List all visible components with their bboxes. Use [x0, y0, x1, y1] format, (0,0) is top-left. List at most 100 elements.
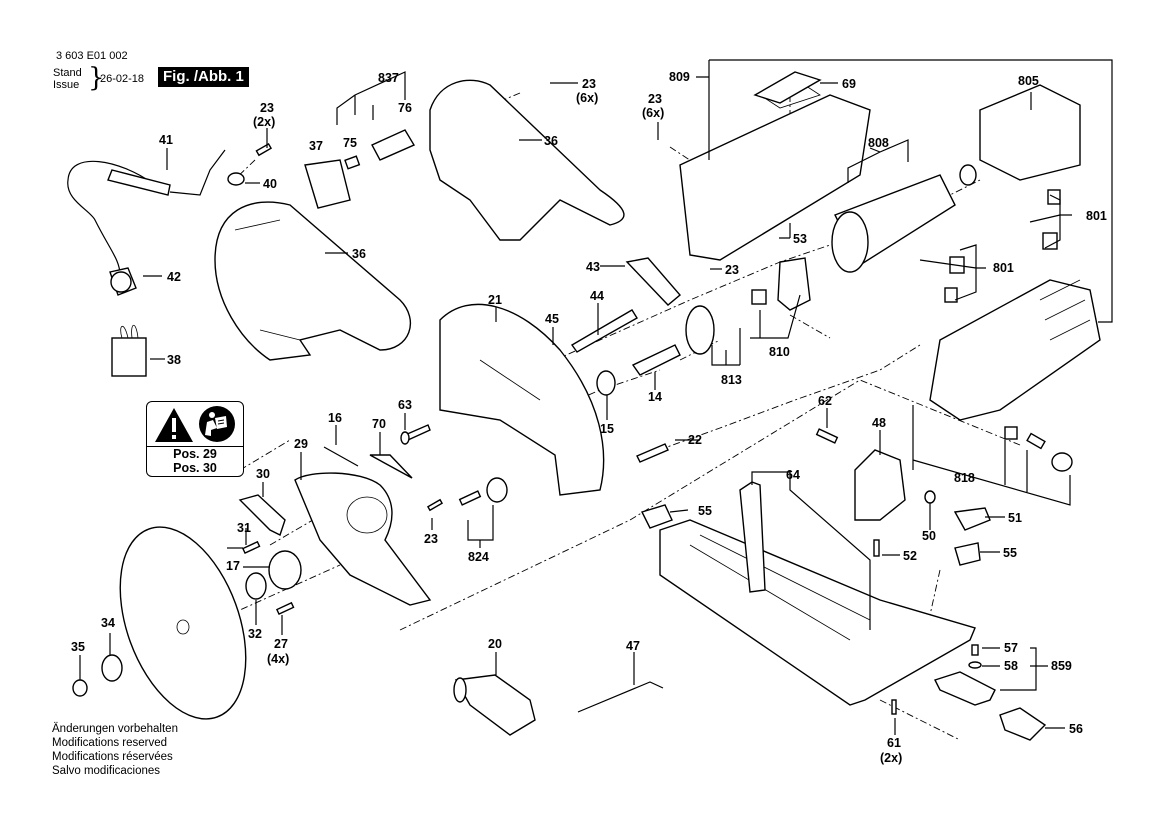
label-61-qty: (2x)	[880, 751, 902, 765]
label-23-c: 23	[648, 92, 662, 106]
screw-62	[815, 428, 839, 444]
label-808: 808	[868, 136, 889, 150]
label-63: 63	[398, 398, 412, 412]
label-47: 47	[626, 639, 640, 653]
saw-blade	[119, 526, 247, 720]
pin-22	[636, 443, 669, 463]
lower-guard-29	[294, 472, 432, 606]
plug-42	[109, 267, 137, 296]
label-62: 62	[818, 394, 832, 408]
issue-date: 26-02-18	[100, 73, 145, 85]
label-43: 43	[586, 260, 600, 274]
blade-guard-21	[439, 303, 605, 496]
switch-button-76	[371, 129, 416, 161]
label-58: 58	[1004, 659, 1018, 673]
label-809: 809	[669, 70, 690, 84]
label-57: 57	[1004, 641, 1018, 655]
power-cord-41	[67, 149, 226, 276]
label-70: 70	[372, 417, 386, 431]
label-801-a: 801	[1086, 209, 1107, 223]
label-44: 44	[590, 289, 604, 303]
footer-notes: Änderungen vorbehalten Modifications res…	[52, 722, 178, 778]
label-27-qty: (4x)	[267, 652, 289, 666]
label-35: 35	[71, 640, 85, 654]
label-824: 824	[468, 550, 489, 564]
label-14: 14	[648, 390, 662, 404]
label-23-a: 23	[260, 101, 274, 115]
leader-lines	[79, 59, 1113, 735]
motor-housing-818	[929, 279, 1101, 472]
label-36-left: 36	[352, 247, 366, 261]
label-61: 61	[887, 736, 901, 750]
note-english: Modifications reserved	[52, 737, 168, 749]
knob-55-left	[641, 504, 673, 529]
bevel-bracket-48	[854, 449, 906, 521]
knob-51	[953, 507, 991, 531]
label-69: 69	[842, 77, 856, 91]
label-37: 37	[309, 139, 323, 153]
hex-key-47	[577, 681, 664, 713]
bearing-plate-810	[751, 257, 811, 311]
armature-808	[831, 174, 956, 273]
spring-16	[323, 446, 359, 467]
label-52: 52	[903, 549, 917, 563]
screw-61	[891, 699, 897, 715]
gear-813	[685, 305, 715, 355]
spindle-14	[631, 344, 681, 376]
knob-55-right	[954, 542, 981, 566]
label-31: 31	[237, 521, 251, 535]
label-23-a-qty: (2x)	[253, 115, 275, 129]
handle-half-36-right	[429, 79, 625, 241]
label-75: 75	[343, 136, 357, 150]
screw-31	[241, 540, 261, 555]
label-859: 859	[1051, 659, 1072, 673]
label-51: 51	[1008, 511, 1022, 525]
washer-58	[968, 661, 982, 669]
label-23-c-qty: (6x)	[642, 106, 664, 120]
label-34: 34	[101, 616, 115, 630]
screw-set-824	[458, 477, 508, 506]
label-53: 53	[793, 232, 807, 246]
figure-label: Fig. /Abb. 1	[158, 67, 249, 87]
document-number: 3 603 E01 002	[56, 50, 128, 62]
adapter-20	[453, 674, 536, 736]
label-21: 21	[488, 293, 502, 307]
handle-half-36-left	[214, 201, 411, 361]
bolt-63	[400, 424, 431, 445]
label-801-b: 801	[993, 261, 1014, 275]
washer-50	[924, 490, 936, 504]
note-spanish: Salvo modificaciones	[52, 765, 161, 777]
lever-43	[625, 257, 681, 306]
label-41: 41	[159, 133, 173, 147]
label-22: 22	[688, 433, 702, 447]
safety-warning-box: Pos. 29 Pos. 30	[146, 401, 244, 477]
warning-position-29: Pos. 29	[173, 447, 217, 461]
shaft-44	[570, 309, 638, 353]
screw-27	[275, 601, 295, 616]
screw-23-guard	[426, 498, 444, 512]
spring-75	[344, 155, 361, 170]
note-german: Änderungen vorbehalten	[52, 723, 178, 735]
warning-triangle-icon	[155, 408, 193, 442]
label-45: 45	[545, 312, 559, 326]
sticker-69	[753, 71, 822, 104]
label-56: 56	[1069, 722, 1083, 736]
guide-56	[999, 707, 1047, 741]
label-23-b-qty: (6x)	[576, 91, 598, 105]
label-15: 15	[600, 422, 614, 436]
label-810: 810	[769, 345, 790, 359]
label-23-e: 23	[424, 532, 438, 546]
part-labels: 837 76 37 75 23 (2x) 40 41 42 36 38 23 (…	[71, 70, 1107, 765]
label-813: 813	[721, 373, 742, 387]
switch-37	[304, 159, 351, 209]
label-20: 20	[488, 637, 502, 651]
label-23-d: 23	[725, 263, 739, 277]
warning-icons	[155, 406, 235, 442]
clamp-859	[934, 671, 996, 706]
bolt-35	[72, 679, 88, 697]
label-48: 48	[872, 416, 886, 430]
label-29: 29	[294, 437, 308, 451]
flange-32	[245, 572, 267, 600]
label-837: 837	[378, 71, 399, 85]
